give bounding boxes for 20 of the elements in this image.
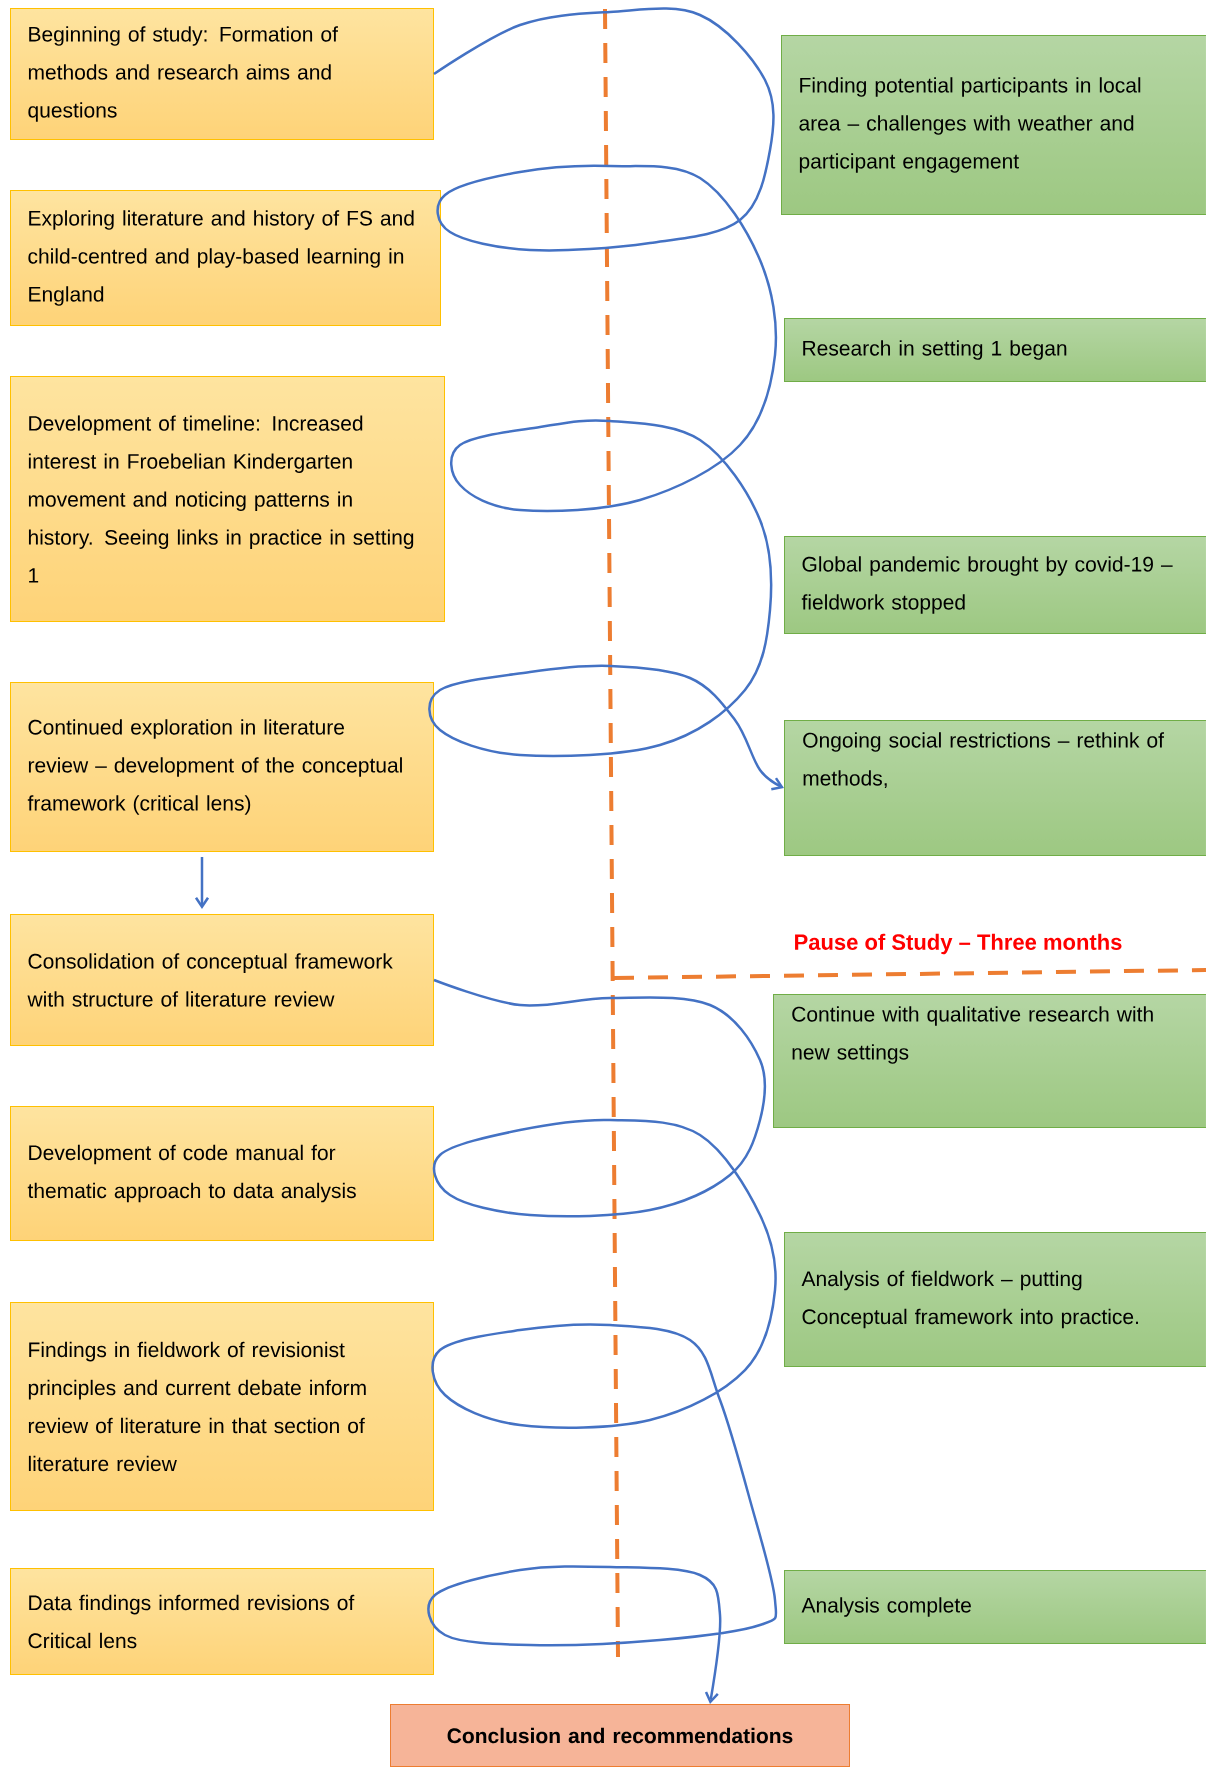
event-box: Finding potential participants in local area – challenges with weather and participant engagement <box>781 35 1206 215</box>
event-box: Analysis complete <box>784 1570 1206 1644</box>
event-box: Analysis of fieldwork – putting Conceptual framework into practice. <box>784 1232 1206 1367</box>
looping-arrow <box>427 978 777 1704</box>
arrow <box>194 857 210 909</box>
conclusion-box: Conclusion and recommendations <box>390 1704 850 1767</box>
process-box: Development of code manual for thematic approach to data analysis <box>10 1106 434 1241</box>
event-box: Ongoing social restrictions – rethink of methods, <box>784 720 1206 856</box>
process-box: Exploring literature and history of FS and child-centred and play-based learning in England <box>10 190 441 326</box>
event-box: Continue with qualitative research with new settings <box>773 994 1206 1128</box>
process-box: Findings in fieldwork of revisionist principles and current debate inform review of literature in that section of literature review <box>10 1302 434 1511</box>
event-box: Research in setting 1 began <box>784 318 1206 382</box>
process-box: Continued exploration in literature review – development of the conceptual framework (critical lens) <box>10 682 434 852</box>
looping-arrow <box>428 7 784 791</box>
process-box: Consolidation of conceptual framework with structure of literature review <box>10 914 434 1046</box>
process-box: Beginning of study: Formation of methods and research aims and questions <box>10 8 434 140</box>
process-box: Data findings informed revisions of Critical lens <box>10 1568 434 1675</box>
event-box: Global pandemic brought by covid-19 – fieldwork stopped <box>784 536 1206 634</box>
pause-label: Pause of Study – Three months <box>795 933 1122 955</box>
process-box: Development of timeline: Increased interest in Froebelian Kindergarten movement and noticing patterns in history. Seeing links in practice in setting 1 <box>10 376 445 622</box>
